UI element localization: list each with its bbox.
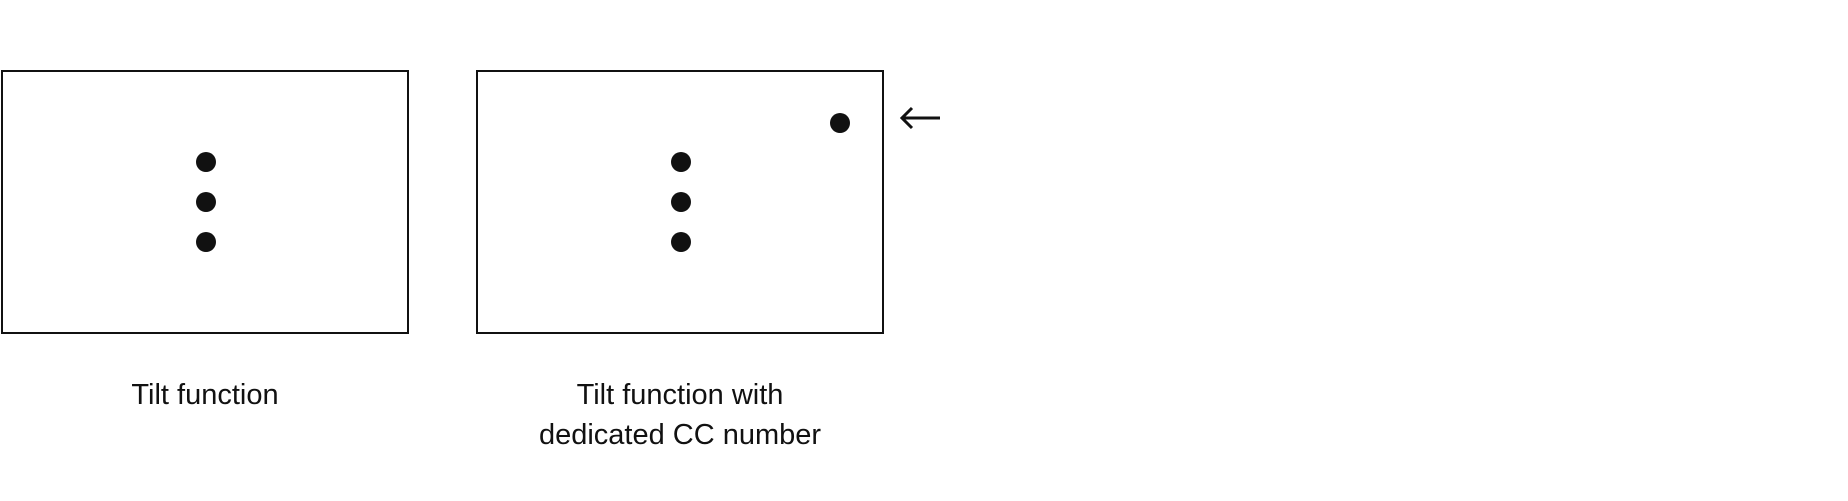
dot-icon xyxy=(196,232,216,252)
dot-icon xyxy=(196,192,216,212)
caption-line: Tilt function with xyxy=(576,379,784,411)
left-arrow-icon xyxy=(899,106,940,130)
panel-tilt-function-cc xyxy=(476,70,884,334)
dot-icon xyxy=(671,152,691,172)
panel-tilt-function xyxy=(1,70,409,334)
caption-line: Tilt function xyxy=(131,379,279,411)
dot-icon xyxy=(671,232,691,252)
caption-line: dedicated CC number xyxy=(538,419,822,451)
dot-icon xyxy=(671,192,691,212)
caption-tilt-function: Tilt function xyxy=(1,375,409,415)
cc-dot-icon xyxy=(830,113,850,133)
caption-tilt-function-cc: Tilt function with dedicated CC number xyxy=(476,375,884,455)
dot-icon xyxy=(196,152,216,172)
